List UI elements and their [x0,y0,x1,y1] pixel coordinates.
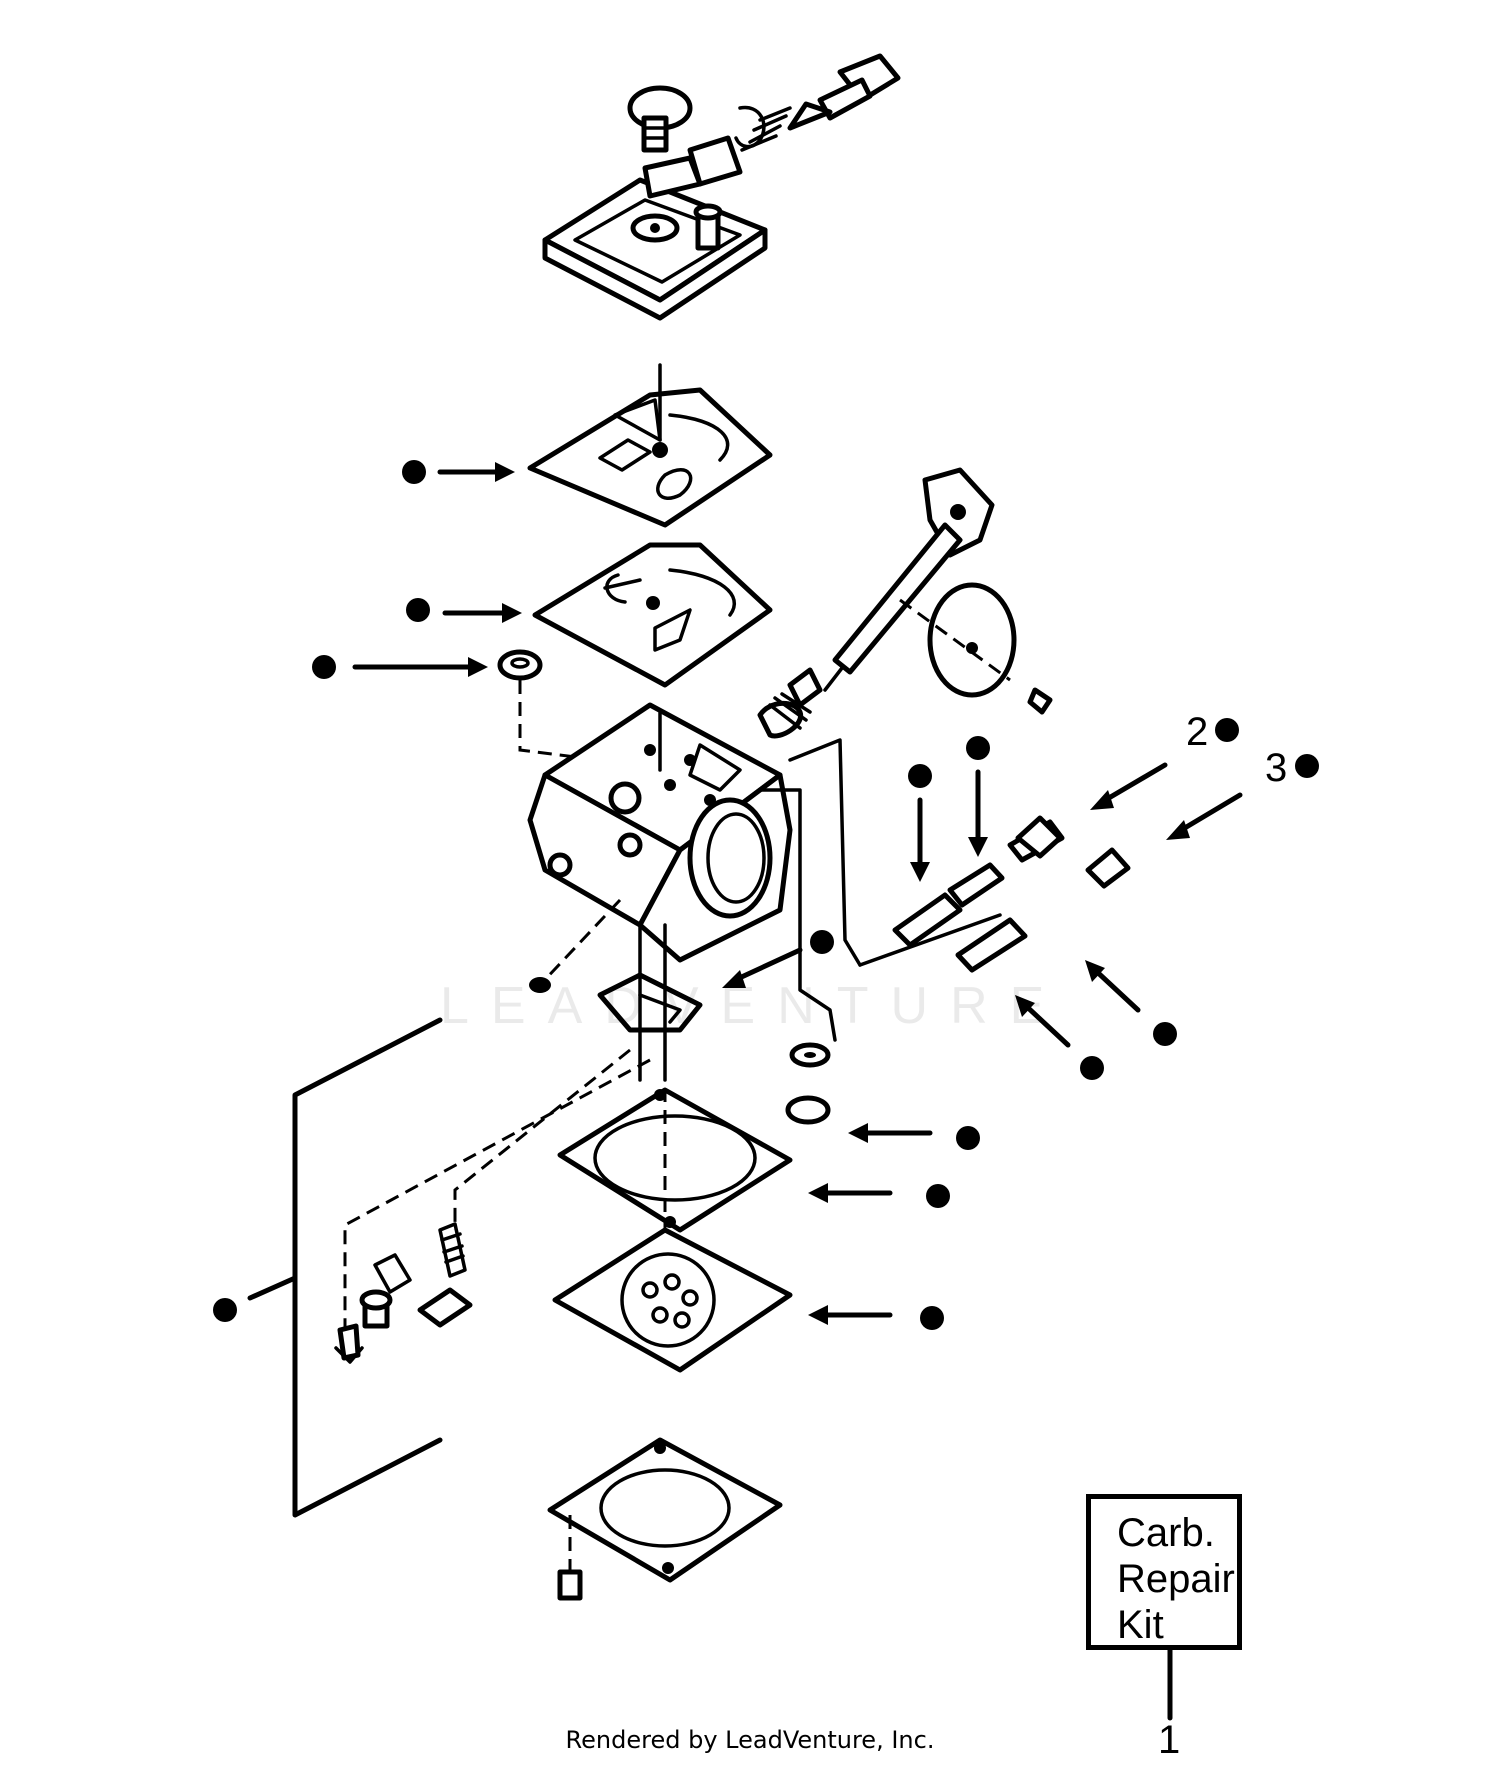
metering-diaphragm [552,1227,793,1373]
pump-cover [542,135,768,321]
kit-label-line3: Kit [1117,1603,1164,1647]
needle-assembly [892,815,1131,973]
mixture-needle [734,53,901,152]
kit-label-line2: Repair [1117,1557,1235,1601]
callout-2-label: 2 [1186,710,1209,754]
kit-label-line1: Carb. [1117,1511,1215,1555]
callout-3-label: 3 [1265,746,1288,790]
kit-ref-number: 1 [1158,1718,1181,1762]
small-seal [497,649,641,767]
watermark: LEADVENTURE [440,977,1067,1035]
throttle-plate [899,582,1053,715]
carb-repair-kit-box: Carb. Repair Kit [1086,1494,1242,1650]
kit-bracket [247,1017,443,1518]
metering-cover [547,1437,783,1601]
washer-pair [785,1042,831,1125]
gasket-top [527,363,773,528]
gasket-second [532,542,773,688]
inlet-needle-parts [334,1048,651,1364]
callout-markers [213,460,1319,1330]
bracket-lines [758,738,1002,1042]
carburetor-body [527,702,793,963]
footer-credit: Rendered by LeadVenture, Inc. [565,1726,935,1754]
throttle-shaft [757,467,995,739]
metering-gasket [557,1000,793,1270]
screw-top [627,85,693,153]
